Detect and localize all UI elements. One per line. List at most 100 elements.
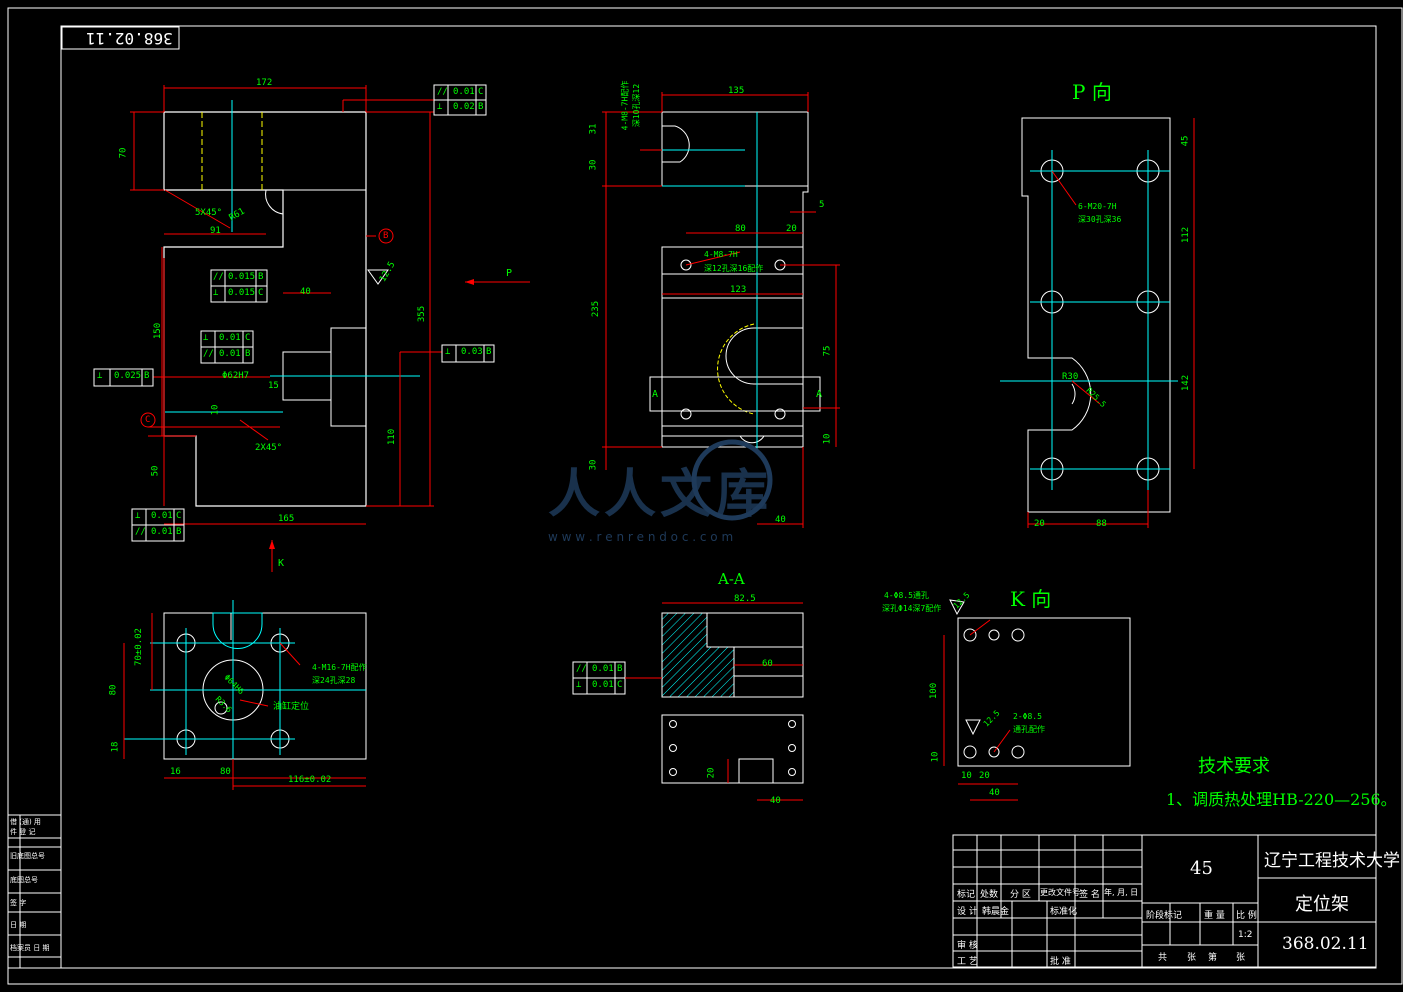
title-block-stage: 阶段标记 [1146,911,1183,921]
dim-side-80: 80 [735,224,746,234]
side-holes-note: 4-M8-7H [704,250,738,259]
header-doc-no: 更改文件号 [1040,888,1080,897]
tol-2-symbol: ⊥ [437,102,443,112]
tol-10-datum: B [176,527,182,537]
tol-4-datum: C [258,288,264,298]
left-strip-frame [7,814,62,969]
dim-front-height-top: 70 [118,147,129,159]
header-sign: 签 名 [1079,890,1100,900]
tol-10-symbol: // [135,527,146,537]
title-block-drawing-no: 368.02.11 [1282,934,1369,954]
tol-6-datum: B [245,349,251,359]
k-arrow-label: K [278,558,285,569]
tol-8-value: 0.03 [461,347,483,357]
bottom-holes-note2: 深24孔深28 [312,676,356,685]
dim-p-45: 45 [1180,135,1191,147]
tol-9-value: 0.01 [151,511,173,521]
bottom-holes-note: 4-M16-7H配作 [312,663,367,672]
tol-3-value: 0.015 [228,272,256,282]
dim-side-top-width: 135 [728,86,745,96]
tol-10-value: 0.01 [151,527,173,537]
tol-5-symbol: ⊥ [203,333,209,343]
title-block-sheets-total: 共 [1158,953,1168,963]
dim-p-88: 88 [1096,519,1107,529]
header-count: 处数 [980,890,999,900]
title-block-frame [952,834,1377,968]
dim-bottom-70: 70±0.02 [133,628,144,666]
tech-requirement-item-1: 1、调质热处理HB-220—256。 [1166,790,1397,809]
tol-7-symbol: ⊥ [97,371,103,381]
title-block-sheet: 张 [1236,953,1246,963]
dim-k-20: 20 [979,771,990,781]
dim-bottom-18: 18 [110,741,121,753]
tol-6-value: 0.01 [219,349,241,359]
tol-1-symbol: // [437,87,448,97]
tol-aa-2-value: 0.01 [592,680,614,690]
front-view [130,85,530,572]
header-date: 年, 月, 日 [1104,888,1139,897]
header-mark: 标记 [957,890,976,900]
dim-bottom-80: 80 [108,684,119,696]
tol-9-symbol: ⊥ [135,511,141,521]
dim-front-total-height: 355 [417,305,428,323]
side-holes-note2: 深12孔深16配作 [704,264,764,273]
title-block-material: 45 [1190,858,1213,879]
watermark-logo-icon [691,439,773,521]
dim-front-chamfer: 5X45° [195,208,223,218]
dim-front-top-width: 172 [256,78,273,88]
dim-front-10: 10 [210,404,221,416]
k-note3: 通孔配作 [1013,725,1045,734]
dim-side-40: 40 [775,515,786,525]
p-holes-note: 6-M20-7H [1078,202,1117,211]
k-view-title: K 向 [1010,587,1052,611]
watermark-url: w w w . r e n r e n d o c . c o m [548,530,734,544]
tol-2-datum: B [478,102,484,112]
dim-k-10: 10 [930,751,941,763]
k-view [943,599,1131,801]
strip-borrow: 借 (通) 用 [10,818,41,826]
k-note2: 2-Φ8.5 [1013,712,1042,721]
tol-1-datum: C [478,87,484,97]
tol-aa-1-value: 0.01 [592,664,614,674]
title-block-designer: 韩晨金 [982,907,1010,917]
dim-side-10: 10 [822,433,833,445]
tol-aa-2-symbol: ⊥ [576,680,582,690]
tol-5-datum: C [245,333,251,343]
section-a-left: A [652,389,659,400]
dim-side-75: 75 [822,345,833,357]
bottom-view [123,600,367,790]
aa-section-title: A-A [718,570,745,588]
title-block-ratio: 比 例 [1236,911,1257,921]
dim-k-40: 40 [989,788,1000,798]
dim-aa-20: 20 [706,767,717,779]
dim-front-chamfer2: 2X45° [255,443,283,453]
title-block-scale: 1:2 [1238,930,1253,940]
dim-front-15: 15 [268,381,279,391]
side-note2: 深10孔深12 [632,83,642,128]
tol-8-datum: B [486,347,492,357]
dim-bottom-16: 16 [170,767,181,777]
tol-1-value: 0.01 [453,87,475,97]
datum-b: B [383,231,389,241]
dim-aa-60: 60 [762,659,773,669]
header-zone: 分 区 [1010,890,1031,900]
title-block-part-name: 定位架 [1295,894,1349,915]
tol-6-symbol: // [203,349,214,359]
strip-register: 件 登 记 [10,828,36,836]
watermark-text: 人人文库 [548,465,773,525]
dim-side-20: 20 [786,224,797,234]
dim-side-123: 123 [730,285,747,295]
title-block-sheet-no: 第 [1208,953,1218,963]
bottom-center-note: 油缸定位 [273,702,310,712]
title-block-design: 设 计 [957,907,978,917]
k-holes-note: 4-Φ8.5通孔 [884,591,929,600]
tech-requirements-heading: 技术要求 [1198,756,1270,777]
tol-4-symbol: ⊥ [213,288,219,298]
drawing-number-tag: 368.02.11 [86,29,173,48]
dim-aa-82: 82.5 [734,594,756,604]
strip-old-base: 旧底图总号 [10,852,45,860]
dim-aa-40: 40 [770,796,781,806]
tol-7-value: 0.025 [114,371,142,381]
tol-aa-1-datum: B [617,664,623,674]
